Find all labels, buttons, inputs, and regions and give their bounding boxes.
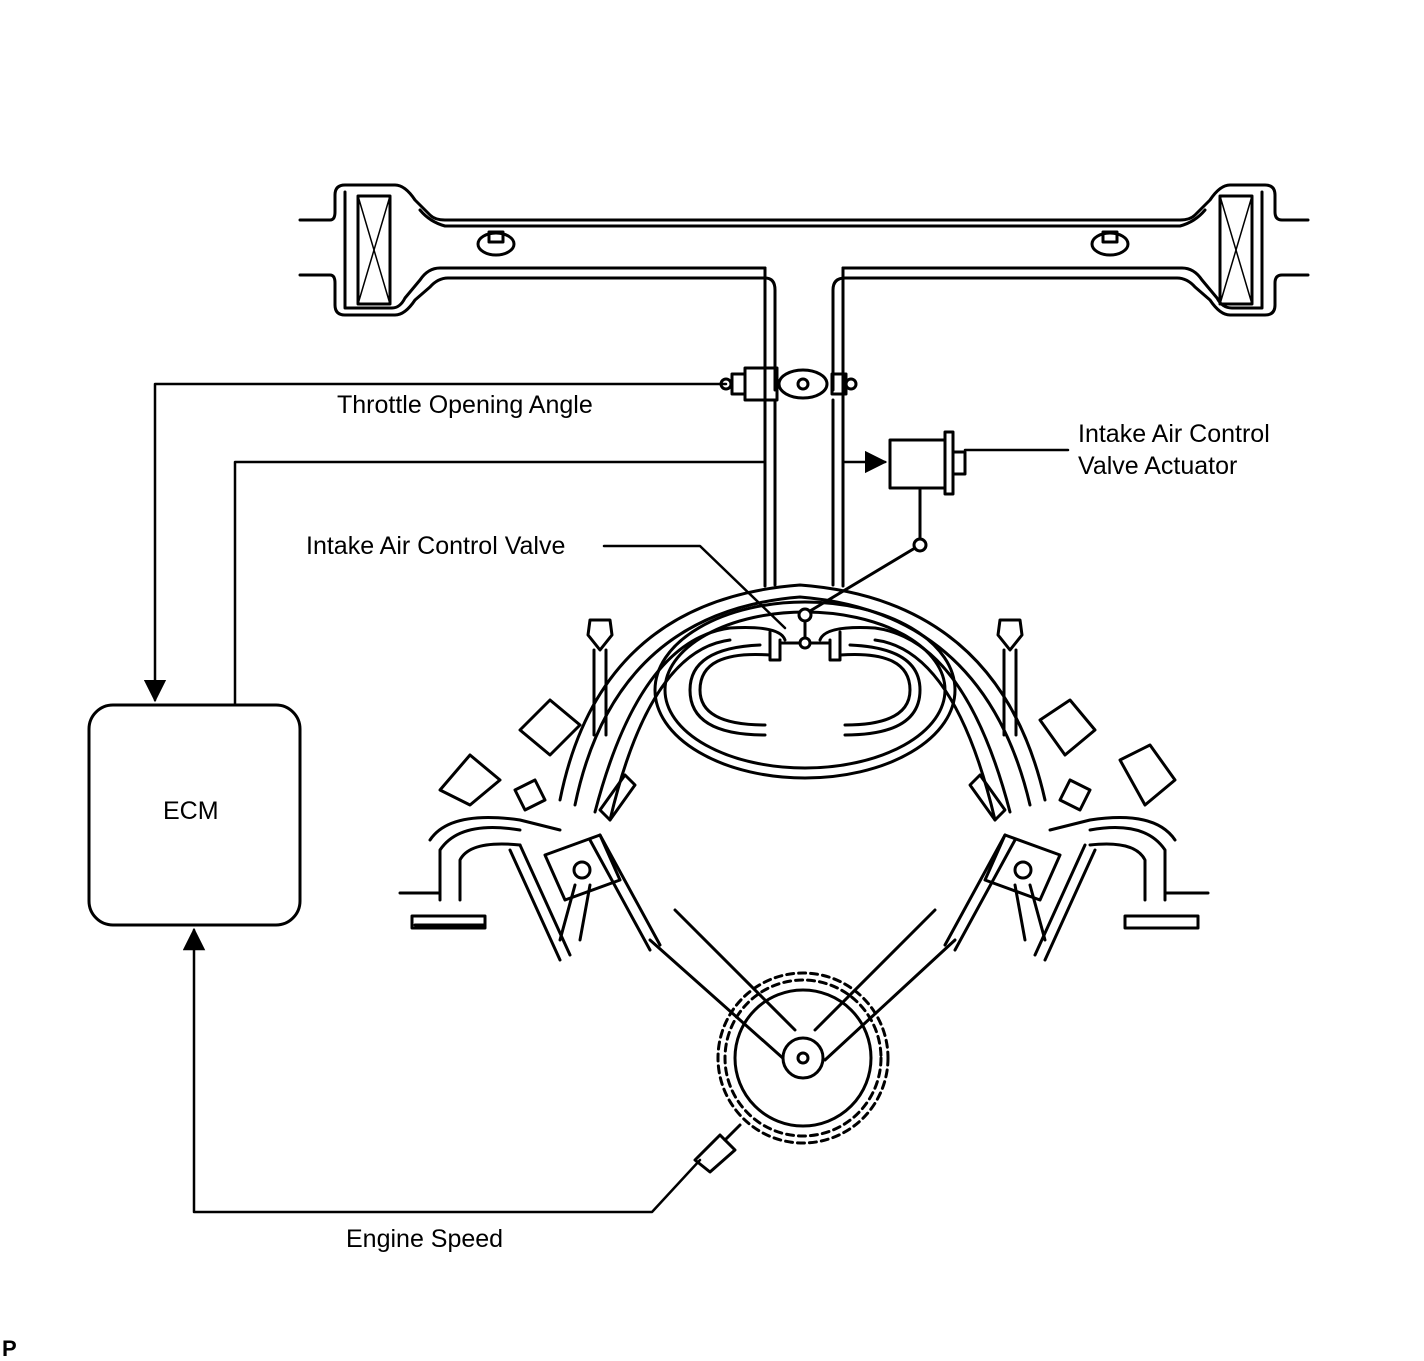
- corner-mark: P: [2, 1336, 17, 1361]
- right-cylinder-bank: [943, 618, 1210, 962]
- intake-plenum: [298, 183, 1310, 392]
- throttle-opening-angle-label: Throttle Opening Angle: [337, 391, 593, 419]
- iacv-linkage: [797, 488, 928, 650]
- iacv-actuator: [888, 430, 967, 496]
- engine-speed-wire: [182, 927, 702, 1214]
- throttle-signal-wire: [143, 382, 728, 703]
- engine-speed-label: Engine Speed: [346, 1225, 503, 1253]
- iacv-leader-line: [602, 544, 787, 630]
- iacv-actuator-label-line2: Valve Actuator: [1078, 452, 1237, 480]
- crank-position-sensor: [693, 1123, 742, 1174]
- ecm-to-iacv-wire: [233, 460, 767, 707]
- ecm-box: [87, 703, 302, 927]
- ecm-label: ECM: [163, 797, 219, 825]
- throttle-body: [719, 366, 858, 402]
- iacv-actuator-label-line1: Intake Air Control: [1078, 420, 1270, 448]
- left-cylinder-bank: [398, 618, 662, 962]
- signal-wires: [143, 382, 1070, 1214]
- intake-runner: [763, 266, 845, 588]
- crankshaft: [648, 908, 957, 1145]
- iacv-label: Intake Air Control Valve: [306, 532, 565, 560]
